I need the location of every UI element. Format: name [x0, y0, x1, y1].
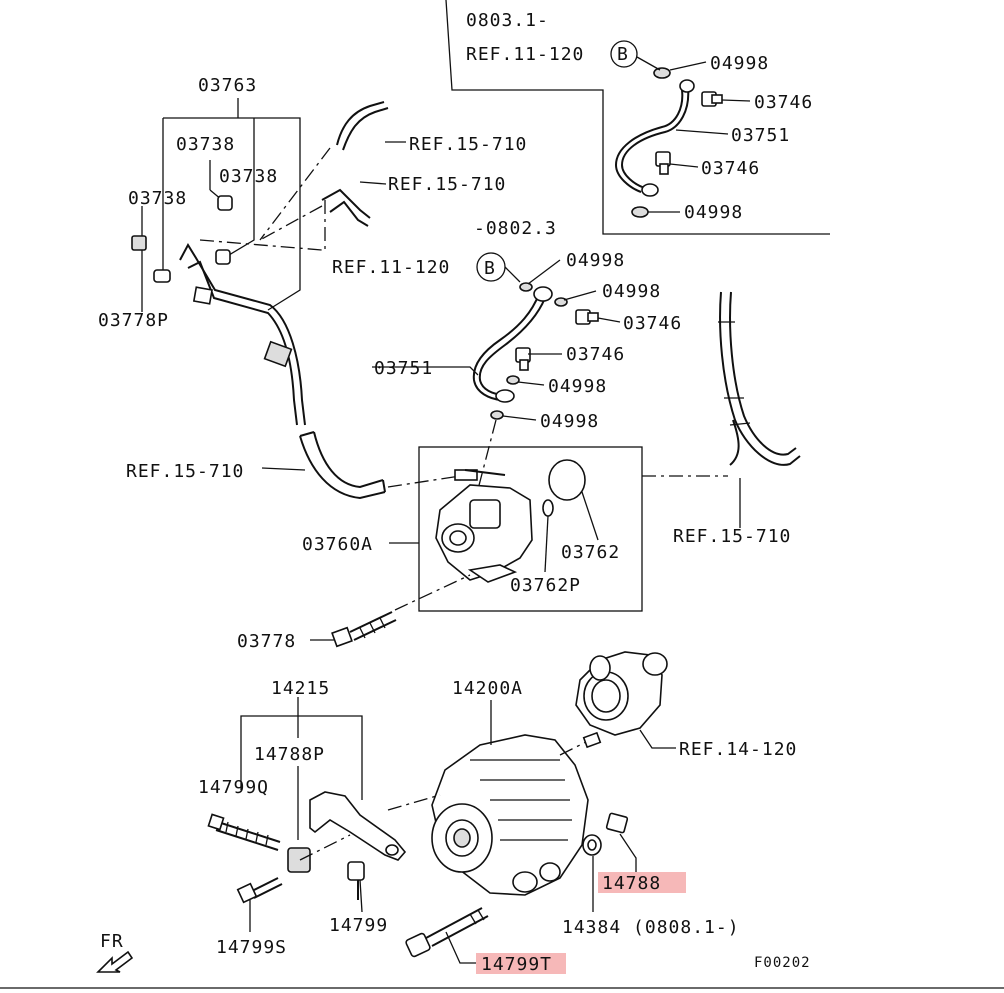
label-ref-14-120: REF.14-120	[679, 739, 797, 760]
label-14384: 14384 (0808.1-)	[562, 917, 740, 938]
label-03738-c: 03738	[128, 188, 187, 209]
washer-14384	[582, 834, 602, 912]
pressure-pipe-lower	[472, 252, 599, 420]
label-04998-c: 04998	[566, 250, 625, 271]
label-b-mid: B	[484, 258, 496, 279]
label-03751-a: 03751	[731, 125, 790, 146]
drawing-code: F00202	[754, 955, 811, 971]
label-03762p: 03762P	[510, 575, 581, 596]
ref-marker-b-top	[610, 40, 638, 68]
hose-right	[718, 291, 801, 528]
label-14799: 14799	[329, 915, 388, 936]
label-03751-b: 03751	[374, 358, 433, 379]
label-03746-b: 03746	[701, 158, 760, 179]
label-14788: 14788	[602, 873, 661, 894]
pressure-pipe-upper	[614, 67, 723, 218]
label-14799t: 14799T	[481, 954, 552, 975]
label-0802: -0802.3	[474, 218, 557, 239]
vacuum-pump-ref	[575, 651, 676, 749]
label-03778p: 03778P	[98, 310, 169, 331]
alternator-assembly	[387, 700, 591, 896]
power-steering-pump-box	[389, 446, 728, 612]
leader-lines-topleft	[141, 141, 406, 312]
label-04998-b: 04998	[684, 202, 743, 223]
label-14200a: 14200A	[452, 678, 523, 699]
label-04998-e: 04998	[548, 376, 607, 397]
highlight-14799t	[476, 953, 566, 974]
return-pipe-assembly	[131, 98, 389, 426]
label-ref-15-710-c: REF.15-710	[126, 461, 244, 482]
inset-box	[445, 0, 830, 235]
nut-14788	[605, 812, 637, 874]
alternator-bracket	[207, 697, 407, 932]
label-ref-15-710-b: REF.15-710	[388, 174, 506, 195]
label-ref-15-710-a: REF.15-710	[409, 134, 527, 155]
label-ref-11-120-mid: REF.11-120	[332, 257, 450, 278]
label-03760a: 03760A	[302, 534, 373, 555]
label-0803: 0803.1-	[466, 10, 549, 31]
label-14788p: 14788P	[254, 744, 325, 765]
label-04998-a: 04998	[710, 53, 769, 74]
label-14799q: 14799Q	[198, 777, 269, 798]
bolt-03778	[310, 574, 471, 648]
label-fr: FR	[100, 931, 124, 952]
label-ref-15-710-d: REF.15-710	[673, 526, 791, 547]
label-04998-f: 04998	[540, 411, 599, 432]
bolt-14799t	[405, 907, 489, 964]
label-03778: 03778	[237, 631, 296, 652]
front-direction-arrow-icon	[96, 950, 134, 973]
label-03763: 03763	[198, 75, 257, 96]
label-14799s: 14799S	[216, 937, 287, 958]
label-14215: 14215	[271, 678, 330, 699]
suction-hose-left	[261, 431, 461, 500]
highlight-14788	[598, 872, 686, 893]
label-03746-d: 03746	[566, 344, 625, 365]
label-ref-11-120-top: REF.11-120	[466, 44, 584, 65]
label-03746-c: 03746	[623, 313, 682, 334]
label-b-top: B	[617, 44, 629, 65]
label-03738-a: 03738	[176, 134, 235, 155]
label-03738-b: 03738	[219, 166, 278, 187]
label-03762: 03762	[561, 542, 620, 563]
label-03746-a: 03746	[754, 92, 813, 113]
label-04998-d: 04998	[602, 281, 661, 302]
leader-lines-inset	[636, 56, 751, 213]
